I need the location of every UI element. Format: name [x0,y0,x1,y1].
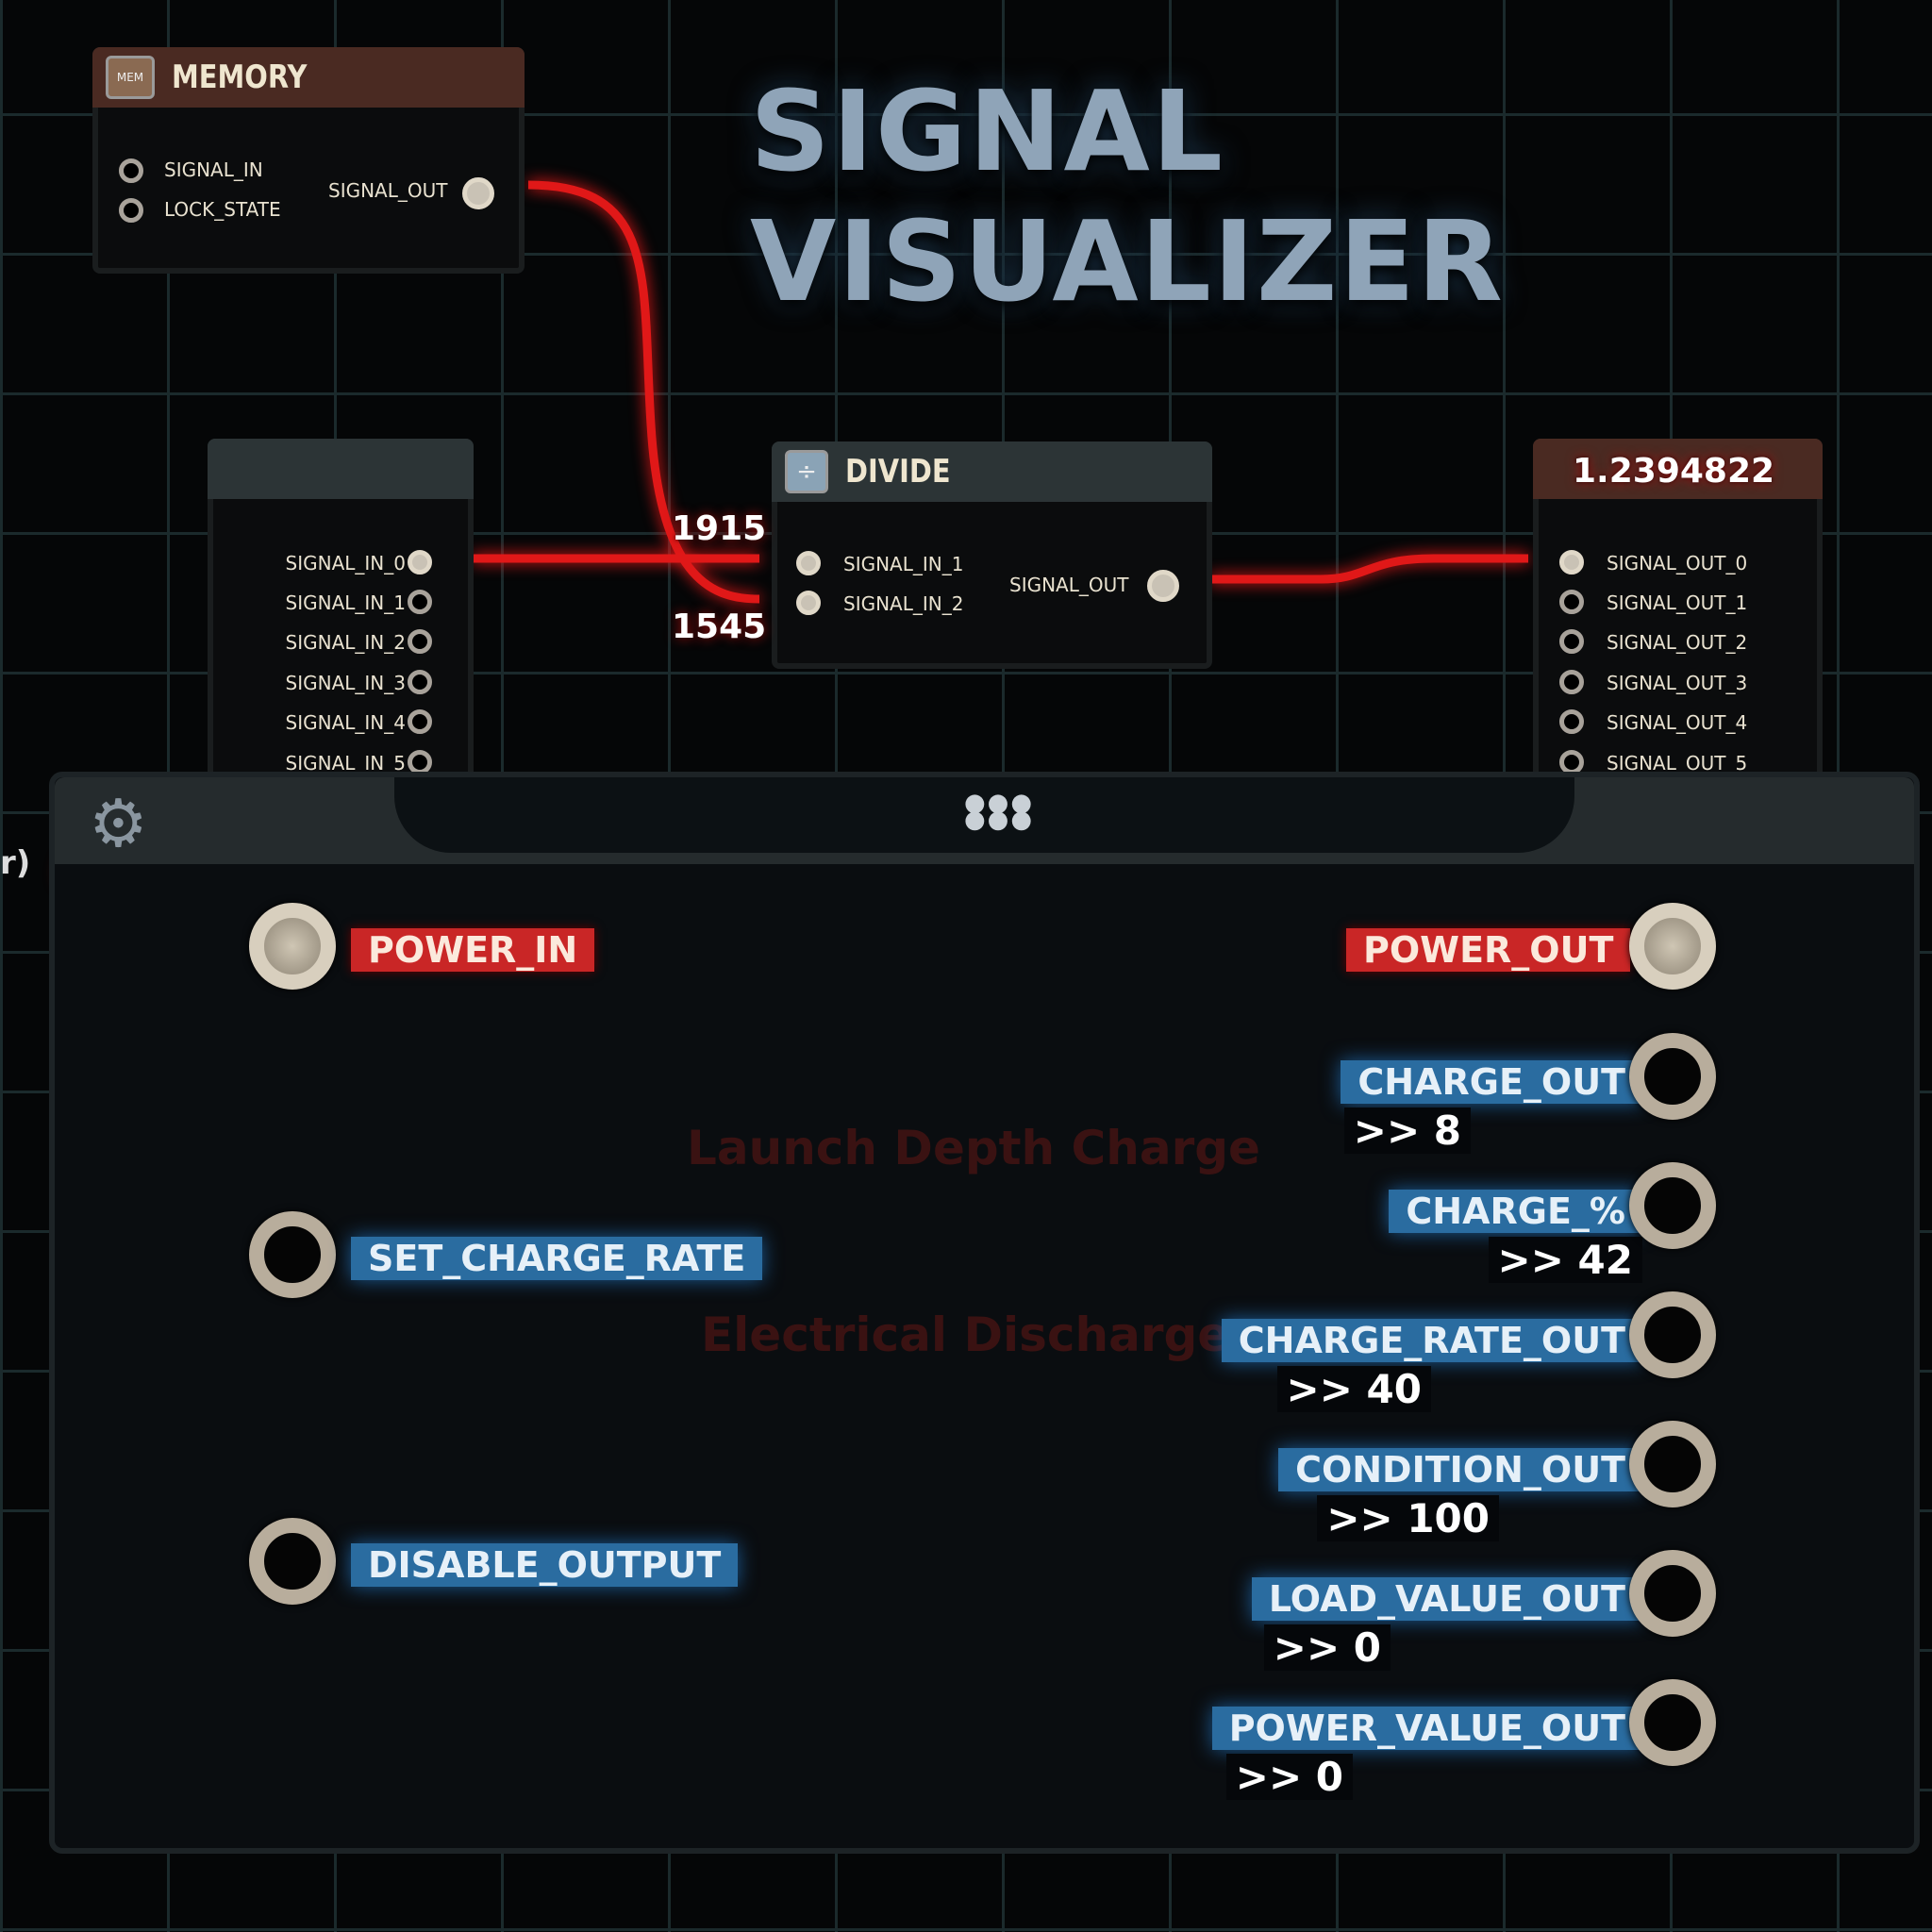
charge-percent-value: >> 42 [1488,1237,1642,1283]
output-label: SIGNAL_OUT_2 [1607,631,1748,654]
charge-out-port[interactable] [1629,1033,1716,1120]
condition-out-value: >> 100 [1317,1495,1499,1541]
power-value-out-value: >> 0 [1225,1754,1353,1800]
output-port-1[interactable] [1559,590,1584,614]
panel-header-notch [394,777,1574,853]
power-value-out-port[interactable] [1629,1679,1716,1766]
signal-output-node[interactable]: 1.2394822 SIGNAL_OUT_0 SIGNAL_OUT_1 SIGN… [1533,439,1823,790]
signal-output-node-header[interactable] [1533,439,1823,499]
ghost-label: Launch Depth Charge [687,1121,1260,1175]
wire-memory-to-divide [527,180,760,604]
power-in-port[interactable] [249,903,336,990]
memory-signal-out-label: SIGNAL_OUT [328,179,448,202]
input-label: SIGNAL_IN_3 [285,672,406,694]
divide-node-title: DIVIDE [845,453,951,491]
background-text-fragment: r) [0,844,31,882]
divide-out-label: SIGNAL_OUT [1009,574,1129,596]
output-port-0[interactable] [1559,550,1584,575]
signal-input-node[interactable]: SIGNAL_IN_0 SIGNAL_IN_1 SIGNAL_IN_2 SIGN… [208,439,474,790]
divide-in1-label: SIGNAL_IN_1 [843,553,964,575]
power-out-port[interactable] [1629,903,1716,990]
disable-output-label: DISABLE_OUTPUT [351,1543,739,1587]
output-label: SIGNAL_OUT_4 [1607,711,1748,734]
signal-input-node-header[interactable] [208,439,474,499]
charge-percent-port[interactable] [1629,1162,1716,1249]
charge-out-label: CHARGE_OUT [1341,1060,1642,1104]
divide-in2-port[interactable] [796,591,821,615]
input-port-2[interactable] [408,629,432,654]
input-label: SIGNAL_IN_0 [285,552,406,575]
load-value-out-value: >> 0 [1263,1624,1391,1671]
input-label: SIGNAL_IN_5 [285,752,406,774]
wire-divide-to-right [1209,554,1528,584]
output-label: SIGNAL_OUT_0 [1607,552,1748,575]
memory-signal-in-label: SIGNAL_IN [164,158,263,181]
output-label: SIGNAL_OUT_5 [1607,752,1748,774]
input-label: SIGNAL_IN_4 [285,711,406,734]
divide-in2-value: 1545 [672,608,767,646]
memory-node-header[interactable]: MEM MEMORY [92,47,525,108]
grip-dots-icon[interactable]: ●●●●●● [964,789,1035,834]
charge-out-value: >> 8 [1343,1108,1471,1154]
divide-node-header[interactable]: ÷ DIVIDE [772,441,1212,502]
memory-node-title: MEMORY [172,58,308,96]
output-port-3[interactable] [1559,670,1584,694]
page-title: SIGNAL VISUALIZER [750,66,1505,326]
input-port-4[interactable] [408,709,432,734]
charge-rate-out-port[interactable] [1629,1291,1716,1378]
memory-node[interactable]: MEM MEMORY SIGNAL_IN LOCK_STATE SIGNAL_O… [92,47,525,274]
output-label: SIGNAL_OUT_1 [1607,591,1748,614]
power-in-label: POWER_IN [351,928,595,972]
disable-output-port[interactable] [249,1518,336,1605]
divide-icon: ÷ [785,450,828,493]
output-value: 1.2394822 [1573,452,1775,491]
gear-icon[interactable]: ⚙ [89,785,148,862]
power-value-out-label: POWER_VALUE_OUT [1211,1707,1642,1750]
memory-signal-out-port[interactable] [462,177,494,209]
output-port-2[interactable] [1559,629,1584,654]
memory-lock-state-label: LOCK_STATE [164,198,281,221]
ghost-label: Electrical Discharge [701,1307,1230,1362]
output-port-4[interactable] [1559,709,1584,734]
divide-in2-label: SIGNAL_IN_2 [843,592,964,615]
divide-out-port[interactable] [1147,570,1179,602]
load-value-out-port[interactable] [1629,1550,1716,1637]
memory-lock-state-port[interactable] [119,198,143,223]
input-label: SIGNAL_IN_2 [285,631,406,654]
component-panel[interactable]: ⚙ ●●●●●● Launch Depth Charge Electrical … [49,772,1920,1854]
panel-header[interactable]: ⚙ ●●●●●● [55,777,1914,864]
divide-in1-value: 1915 [672,509,767,548]
charge-rate-out-value: >> 40 [1276,1366,1431,1412]
condition-out-label: CONDITION_OUT [1278,1448,1642,1491]
charge-rate-out-label: CHARGE_RATE_OUT [1221,1319,1642,1362]
load-value-out-label: LOAD_VALUE_OUT [1251,1577,1642,1621]
input-label: SIGNAL_IN_1 [285,591,406,614]
input-port-0[interactable] [408,550,432,575]
memory-chip-icon: MEM [106,56,155,99]
set-charge-rate-port[interactable] [249,1211,336,1298]
charge-percent-label: CHARGE_% [1389,1190,1642,1233]
output-label: SIGNAL_OUT_3 [1607,672,1748,694]
divide-node[interactable]: ÷ DIVIDE SIGNAL_IN_1 SIGNAL_IN_2 1915 15… [672,441,1212,669]
condition-out-port[interactable] [1629,1421,1716,1507]
input-port-1[interactable] [408,590,432,614]
set-charge-rate-label: SET_CHARGE_RATE [351,1237,763,1280]
divide-in1-port[interactable] [796,551,821,575]
power-out-label: POWER_OUT [1346,928,1631,972]
input-port-3[interactable] [408,670,432,694]
memory-signal-in-port[interactable] [119,158,143,183]
